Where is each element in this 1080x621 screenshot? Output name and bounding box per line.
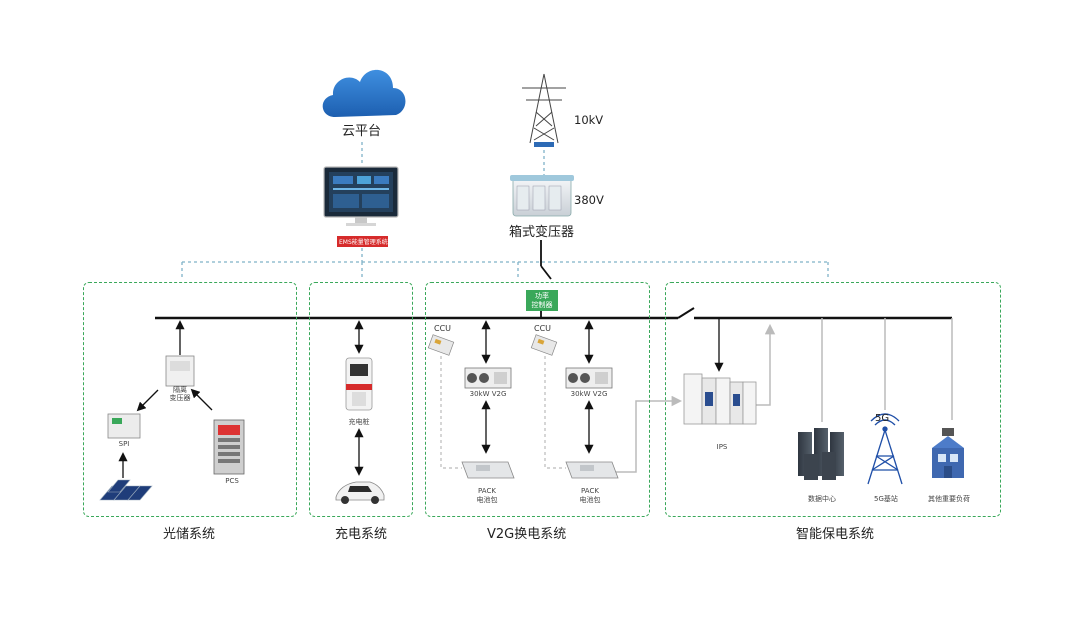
ccu-icon-1 [427, 334, 455, 356]
five-g-label: 5G [875, 413, 890, 424]
charger-pile-icon [345, 357, 373, 411]
backup-system-title: 智能保电系统 [796, 527, 875, 542]
charger-label: 充电桩 [348, 418, 370, 426]
ccu-label-1: CCU [434, 324, 452, 333]
pack-label-1a: PACK [478, 487, 496, 495]
inverter-icon [107, 413, 141, 439]
box-transformer-icon [510, 175, 574, 217]
pack-label-2b: 电池包 [579, 496, 601, 504]
voltage-10kv-label: 10kV [574, 113, 604, 127]
v2g-system-title: V2G换电系统 [487, 527, 567, 542]
ccu-label-2: CCU [534, 324, 552, 333]
v2g-system-box [425, 282, 650, 517]
isolation-transformer-label-2: 变压器 [169, 394, 191, 402]
other-loads-label: 其他重要负荷 [928, 495, 970, 503]
charge-system-box [309, 282, 413, 517]
battery-pack-icon-1 [461, 461, 515, 479]
box-transformer-label: 箱式变压器 [509, 225, 575, 240]
bus-tie-switch [677, 307, 695, 319]
v2g-module-label-1: 30kW V2G [469, 390, 507, 398]
battery-pack-icon-2 [565, 461, 619, 479]
v2g-module-icon-1 [464, 367, 512, 389]
transmission-tower-icon [522, 73, 566, 147]
pv-system-title: 光储系统 [163, 527, 216, 542]
pcs-cabinet-icon [213, 419, 245, 475]
car-icon [335, 481, 385, 504]
isolation-transformer-icon [165, 355, 195, 387]
solar-panel-icon [99, 479, 153, 501]
cloud-platform-label: 云平台 [342, 124, 382, 139]
pv-system-box [83, 282, 297, 517]
cloud-icon [322, 69, 406, 117]
base-station-icon [867, 413, 903, 485]
feed-switch [540, 265, 552, 280]
power-controller-label-2: 控制器 [531, 301, 553, 309]
v2g-module-label-2: 30kW V2G [570, 390, 608, 398]
isolation-transformer-label-1: 隔离 [173, 386, 187, 394]
base-station-label: 5G基站 [874, 495, 898, 503]
building-icon [932, 428, 964, 478]
v2g-module-icon-2 [565, 367, 613, 389]
pack-label-1b: 电池包 [476, 496, 498, 504]
data-center-label: 数据中心 [808, 495, 836, 503]
backup-system-box [665, 282, 1001, 517]
monitor-icon [323, 166, 399, 226]
power-controller-label-1: 功率 [535, 292, 549, 300]
voltage-380v-label: 380V [574, 193, 604, 207]
pack-label-2a: PACK [581, 487, 599, 495]
ips-label: IPS [716, 443, 728, 451]
ems-badge [337, 236, 388, 247]
ems-badge-label: EMS能量管理系统 [339, 239, 388, 246]
power-controller-box [526, 290, 558, 311]
data-center-icon [798, 428, 844, 480]
ccu-icon-2 [530, 334, 558, 356]
charge-system-title: 充电系统 [335, 527, 388, 542]
pcs-label: PCS [225, 477, 239, 485]
ips-cabinet-icon [683, 373, 757, 425]
spi-label: SPI [118, 440, 130, 448]
